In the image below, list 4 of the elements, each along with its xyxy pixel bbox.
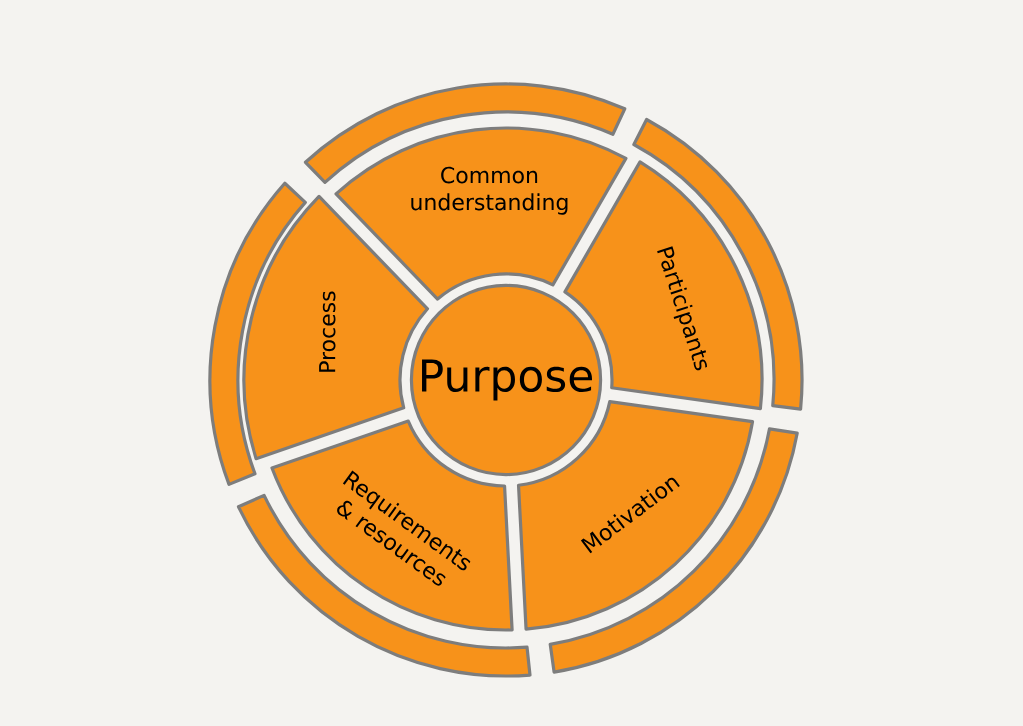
ring-segment	[632, 117, 804, 411]
ring-segment	[548, 427, 799, 674]
ring-segment	[208, 181, 307, 486]
ring-segment	[303, 82, 627, 184]
